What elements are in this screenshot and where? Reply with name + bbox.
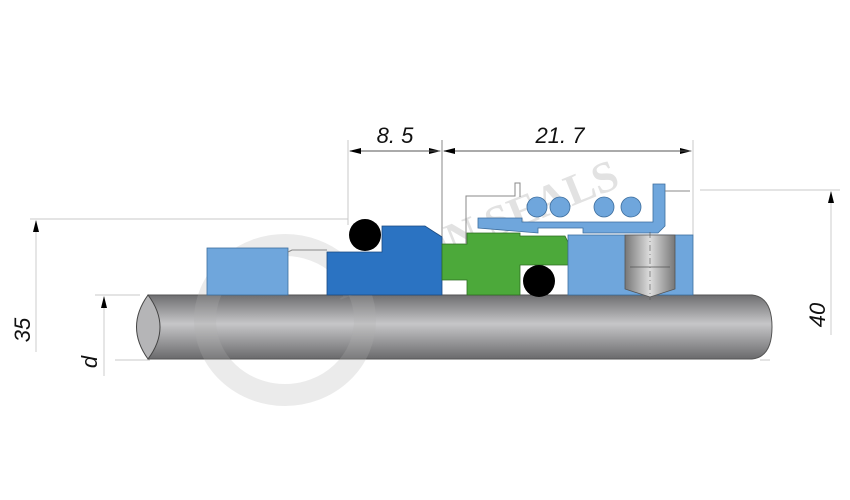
o-ring-upper (349, 219, 381, 251)
o-ring-lower (523, 265, 555, 297)
dimension-label-d: d (77, 355, 102, 368)
set-screw (624, 232, 676, 300)
dimension-label-21-7: 21. 7 (535, 123, 586, 148)
extension-lines (30, 140, 840, 361)
dimension-label-8-5: 8. 5 (377, 123, 414, 148)
springs (526, 196, 642, 218)
stationary-seat (206, 247, 289, 296)
shaft (136, 294, 773, 360)
dimension-label-35: 35 (10, 317, 35, 342)
spring-retainer (477, 183, 666, 234)
dimension-label-40: 40 (805, 302, 830, 327)
shaft-end-face (136, 294, 161, 360)
dark-blue-seal-ring (326, 225, 443, 296)
